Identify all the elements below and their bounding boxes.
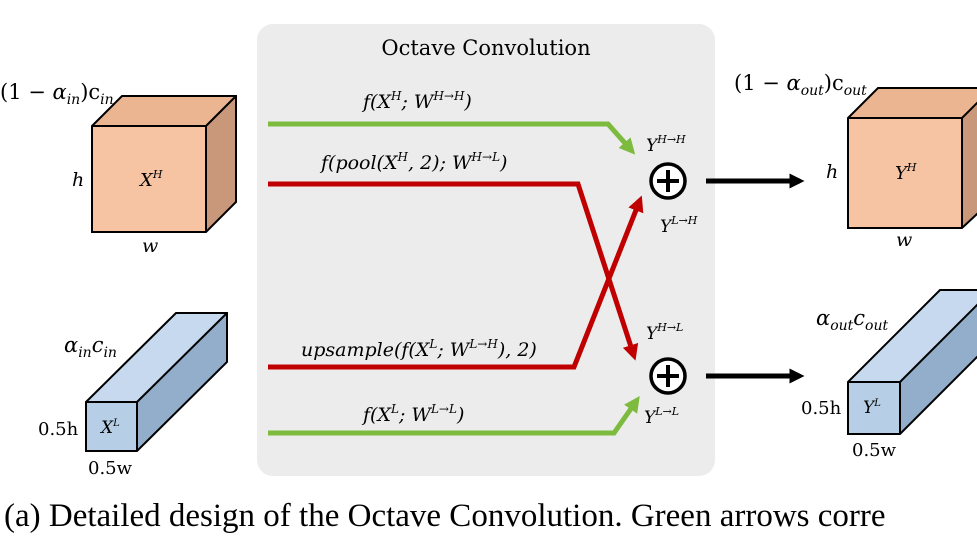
arrow-high-to-high <box>268 121 636 155</box>
arrow-low-to-high <box>268 195 644 370</box>
output-high-width: w <box>896 229 912 251</box>
input-low-channels: αincin <box>64 333 117 361</box>
output-low-height: 0.5h <box>801 398 842 419</box>
input-high-channels: (1 − αin)cin <box>0 80 114 108</box>
input-low-height: 0.5h <box>38 419 79 440</box>
input-high-width: w <box>142 235 158 257</box>
octave-panel <box>257 24 715 476</box>
sum-node-bottom <box>649 357 687 395</box>
panel-title: Octave Convolution <box>381 36 590 60</box>
sum-node-top <box>649 162 687 200</box>
sum-top-input-hh: YH→H <box>646 133 686 156</box>
sum-top-input-lh: YL→H <box>660 214 698 237</box>
input-low-cuboid <box>85 312 228 452</box>
output-high-channels: (1 − αout)cout <box>734 71 867 99</box>
arrow-high-to-low <box>268 181 639 361</box>
output-low-tensor-label: YL <box>863 398 881 418</box>
output-high-height: h <box>826 161 838 183</box>
output-low-width: 0.5w <box>852 440 897 461</box>
label-path-hl: f(pool(XH, 2); WH→L) <box>319 150 507 174</box>
sum-bottom-input-ll: YL→L <box>644 405 679 428</box>
input-high-tensor-label: XH <box>138 168 163 191</box>
output-high-tensor-label: YH <box>895 161 917 184</box>
input-low-tensor-label: XL <box>99 418 120 438</box>
label-path-hh: f(XH; WH→H) <box>361 89 472 113</box>
octave-convolution-diagram: Octave Convolution XH h w (1 − αin)cin X… <box>0 24 977 479</box>
input-high-height: h <box>72 169 84 191</box>
output-high-cube <box>847 87 977 229</box>
arrow-low-to-low <box>268 396 640 436</box>
output-low-channels: αoutcout <box>816 306 888 334</box>
label-path-lh: upsample(f(XL; WL→H), 2) <box>301 337 537 361</box>
figure-caption: (a) Detailed design of the Octave Convol… <box>4 500 886 533</box>
output-low-cuboid <box>847 289 977 435</box>
sum-bottom-input-hl: YH→L <box>646 321 683 344</box>
label-path-ll: f(XL; WL→L) <box>361 402 464 426</box>
input-low-width: 0.5w <box>88 458 133 479</box>
input-high-cube <box>91 95 237 233</box>
